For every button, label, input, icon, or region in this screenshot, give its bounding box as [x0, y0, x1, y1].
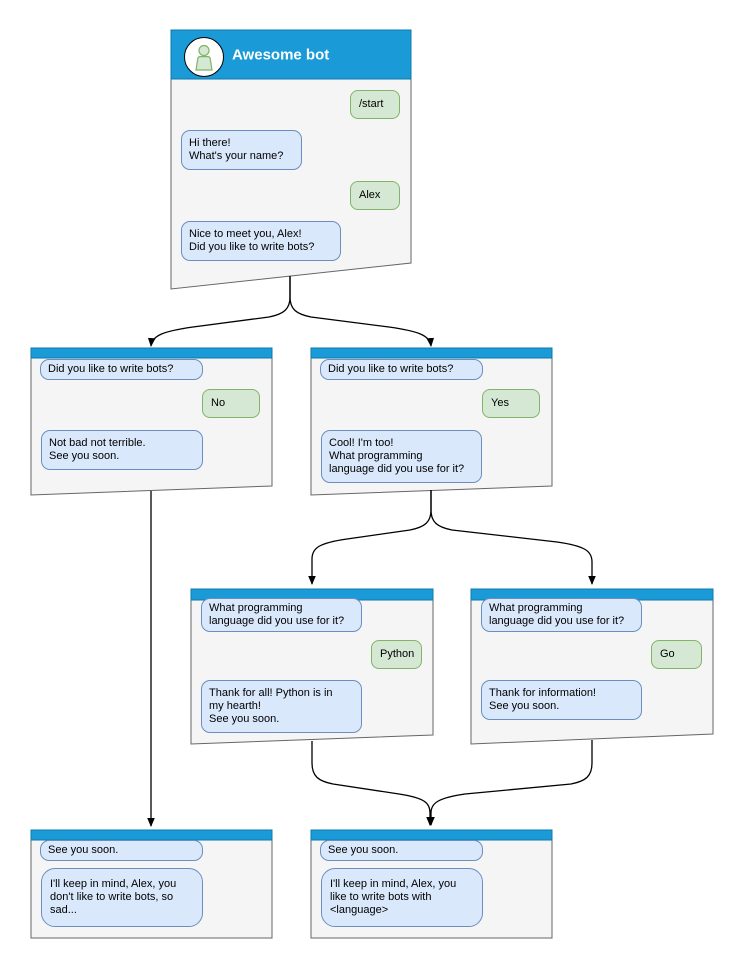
bot-message-nice-to-meet: Nice to meet you, Alex! Did you like to … — [181, 221, 341, 261]
user-message-go: Go — [651, 640, 702, 669]
end-language-titlebar — [310, 829, 553, 841]
connector-python-to-end — [311, 741, 434, 826]
bot-message-write-bots-question: Did you like to write bots? — [320, 359, 483, 380]
user-message-start-command: /start — [350, 90, 400, 119]
bot-window-title: Awesome bot — [232, 46, 330, 64]
branch-yes-titlebar — [310, 347, 553, 359]
connector-start-to-no — [147, 276, 291, 347]
user-message-python: Python — [371, 640, 422, 669]
person-icon — [195, 44, 213, 71]
bot-message-python-thanks: Thank for all! Python is in my hearth! S… — [201, 680, 362, 733]
connector-yes-to-python — [308, 490, 432, 585]
connector-start-to-yes — [289, 276, 435, 347]
bot-message-see-you-soon: See you soon. — [40, 840, 203, 861]
bot-message-see-you-soon: See you soon. — [320, 840, 483, 861]
bot-avatar — [184, 37, 224, 77]
connector-go-to-end — [427, 740, 593, 826]
bot-message-language-question: What programming language did you use fo… — [201, 598, 362, 632]
user-message-no: No — [202, 389, 260, 418]
connector-yes-to-go — [430, 490, 596, 585]
bot-message-cool-im-too: Cool! I'm too! What programming language… — [321, 430, 482, 483]
bot-message-language-question: What programming language did you use fo… — [481, 598, 642, 632]
bot-message-greeting: Hi there! What's your name? — [181, 130, 302, 170]
bot-message-keep-in-mind-no: I'll keep in mind, Alex, you don't like … — [41, 868, 203, 927]
user-message-yes: Yes — [482, 389, 540, 418]
end-no-titlebar — [30, 829, 273, 841]
bot-message-keep-in-mind-language: I'll keep in mind, Alex, you like to wri… — [321, 868, 483, 927]
branch-no-titlebar — [30, 347, 273, 359]
bot-message-not-terrible: Not bad not terrible. See you soon. — [41, 430, 203, 470]
bot-message-write-bots-question: Did you like to write bots? — [40, 359, 203, 380]
user-message-name: Alex — [350, 181, 400, 210]
bot-message-go-thanks: Thank for information! See you soon. — [481, 680, 642, 720]
